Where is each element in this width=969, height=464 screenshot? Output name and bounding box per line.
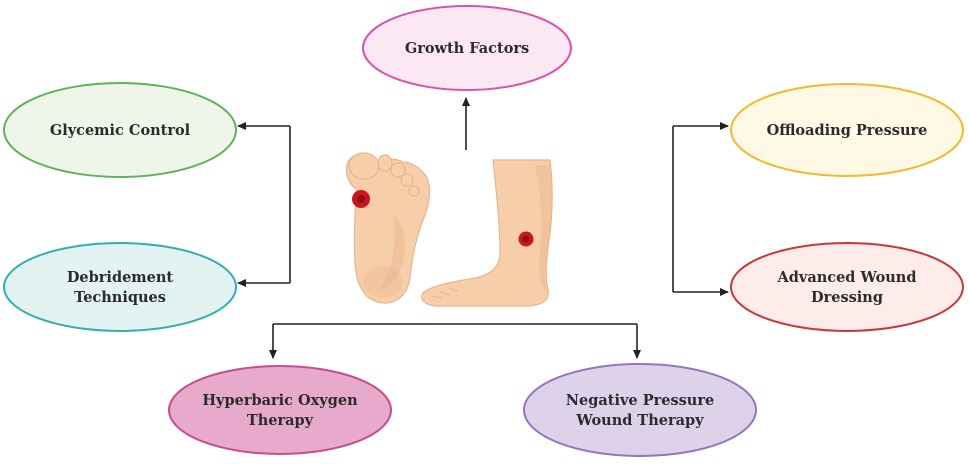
- leg-ulcer-core: [522, 235, 530, 243]
- growth-factors-label-line-1: Growth Factors: [405, 40, 529, 57]
- hyperbaric-oxygen-label-line-2: Therapy: [247, 412, 314, 429]
- offloading-pressure-label-line-1: Offloading Pressure: [767, 122, 928, 139]
- leg-and-foot: [421, 159, 553, 307]
- toe-4: [400, 173, 414, 187]
- negative-pressure-label-line-2: Wound Therapy: [575, 412, 704, 429]
- advanced-wound-dressing-label-line-2: Dressing: [811, 289, 883, 306]
- debridement-label-line-1: Debridement: [67, 269, 174, 286]
- toe-lines: [431, 287, 459, 299]
- negative-pressure-label-line-1: Negative Pressure: [566, 392, 714, 409]
- foot-sole-illustration: [345, 152, 431, 304]
- toe-3: [390, 162, 406, 178]
- debridement-label-line-2: Techniques: [74, 289, 166, 306]
- advanced-wound-dressing-ellipse: [730, 242, 964, 332]
- toe-2: [377, 154, 393, 172]
- hyperbaric-oxygen-label-line-1: Hyperbaric Oxygen: [202, 392, 358, 409]
- node-glycemic-control: Glycemic Control: [3, 82, 237, 178]
- node-offloading-pressure: Offloading Pressure: [730, 83, 964, 177]
- sole-arch-shade: [378, 215, 405, 290]
- glycemic-control-ellipse: [3, 82, 237, 178]
- growth-factors-ellipse: [362, 5, 572, 91]
- glycemic-control-label-line-1: Glycemic Control: [50, 122, 191, 139]
- hyperbaric-oxygen-ellipse: [168, 365, 392, 455]
- toe-5: [408, 185, 420, 197]
- debridement-ellipse: [3, 242, 237, 332]
- node-growth-factors: Growth Factors: [362, 5, 572, 91]
- offloading-pressure-ellipse: [730, 83, 964, 177]
- advanced-wound-dressing-label-line-1: Advanced Wound: [777, 269, 917, 286]
- negative-pressure-ellipse: [523, 363, 757, 457]
- big-toe: [348, 152, 380, 180]
- leg-illustration: [421, 159, 553, 307]
- heel-pad: [363, 266, 403, 298]
- sole-ulcer-core: [357, 195, 365, 203]
- leg-shade: [535, 165, 552, 292]
- connectors: [237, 97, 729, 359]
